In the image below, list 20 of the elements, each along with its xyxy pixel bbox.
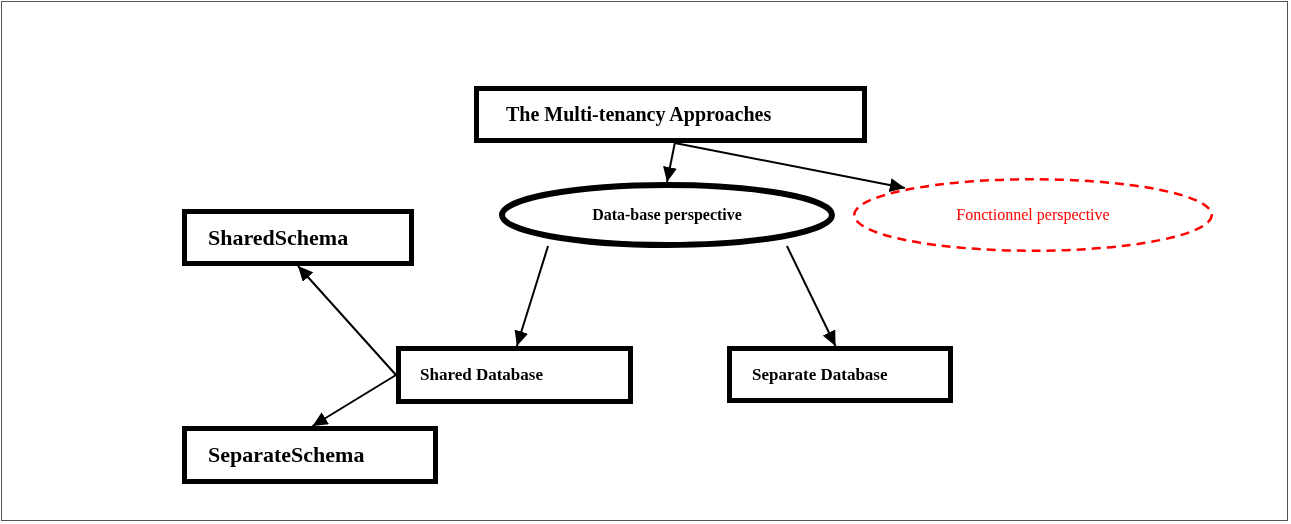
arrow (297, 265, 397, 376)
node-label: The Multi-tenancy Approaches (506, 103, 772, 126)
arrow (785, 245, 837, 347)
title-box (474, 86, 867, 143)
arrow (673, 142, 906, 192)
node-label: Data-base perspective (592, 206, 742, 224)
perspective-ellipse (853, 178, 1213, 252)
node-label: Separate Database (752, 364, 888, 385)
schema-box (182, 426, 438, 484)
database-box (727, 346, 953, 403)
arrow (663, 142, 677, 183)
arrow (311, 374, 397, 427)
arrow (514, 245, 550, 347)
node-label: Shared Database (420, 365, 543, 385)
perspective-ellipse (499, 182, 835, 248)
database-box (396, 346, 633, 404)
node-label: SharedSchema (208, 224, 349, 251)
schema-box (182, 209, 414, 266)
node-label: SeparateSchema (208, 442, 365, 468)
node-label: Fonctionnel perspective (956, 206, 1110, 224)
